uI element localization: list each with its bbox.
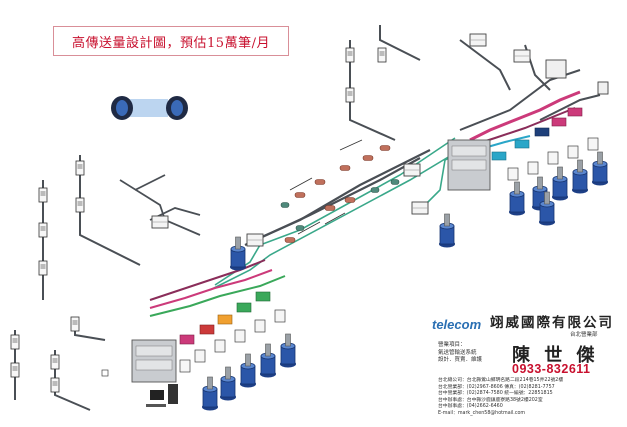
wall-unit [50,354,60,370]
wall-unit [38,222,48,238]
address-line: 台中辦事處：(04)2662-6460 [438,404,503,410]
company-logo-text: telecom [432,317,482,332]
capsule-flow [280,139,400,243]
company-name: 翊威國際有限公司 [490,315,614,331]
blower-unit [545,59,567,79]
address-line: 台中營業部：(02)2874-7580 統一編號：22851815 [438,391,553,397]
wall-unit [75,197,85,213]
business-items: 營業項目： 氣送管輸送系統 設計．買賣．維護 [438,342,482,365]
business-item: 營業項目： [438,342,466,348]
control-pc [101,369,178,407]
title-box: 高傳送量設計圖，預估15萬筆/月 [53,26,289,56]
business-item: 氣送管輸送系統 [438,349,477,356]
diverter [513,49,531,63]
contact-mobile: 0933-832611 [512,362,591,376]
diverter [151,215,169,229]
wall-unit [345,47,355,63]
wall-unit [377,47,387,63]
business-card: telecom 翊威國際有限公司 台北營業部 營業項目： 氣送管輸送系統 設計．… [430,302,625,422]
business-item: 設計．買賣．維護 [438,357,483,363]
wall-unit [10,334,20,350]
blower-motor-icon [111,96,188,120]
main-transfer-line [244,149,431,246]
right-cabinets [507,137,599,181]
contact-name: 陳 世 傑 [512,345,599,366]
left-riser-group [14,155,141,411]
wall-unit [70,316,80,332]
right-manifold [447,90,583,191]
page-title: 高傳送量設計圖，預估15萬筆/月 [72,35,270,51]
diverter [403,163,421,177]
address-line: 台北總公司：台北縣鶯山鄉明名路二段214巷15弄22號2樓 [438,378,564,383]
wall-unit [345,87,355,103]
wall-unit [38,260,48,276]
diverter [246,233,264,247]
wall-unit [50,377,60,393]
wall-unit [75,160,85,176]
left-manifold [131,259,286,383]
left-cabinets [179,309,286,373]
wall-unit [10,362,20,378]
address-block: 台北總公司：台北縣鶯山鄉明名路二段214巷15弄22號2樓 台北營業部：(02)… [438,378,563,418]
diverter [411,201,429,215]
wall-unit [38,187,48,203]
diverter [469,33,487,47]
address-line: E-mail：mark_chen58@hotmail.com [438,410,526,416]
address-line: 台中辦事處：台中縣沙鹿鎮鹿寮路38號2樓202室 [438,397,543,403]
address-line: 台北營業部：(02)2967-8606 傳真：(02)8281-7757 [438,384,555,390]
department-label: 台北營業部 [570,332,598,338]
blower-unit [597,81,609,95]
